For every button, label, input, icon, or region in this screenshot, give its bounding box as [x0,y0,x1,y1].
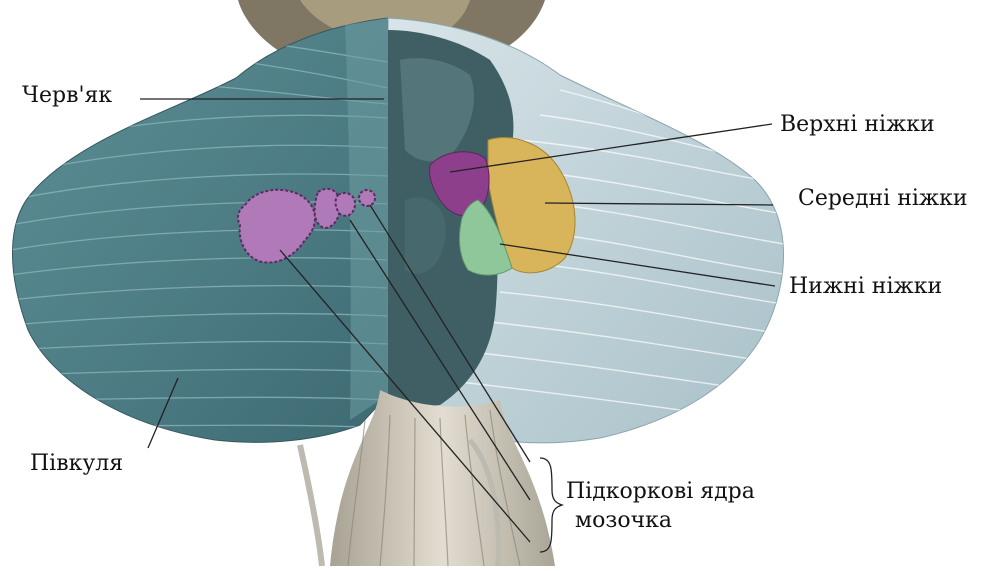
label-inferior-peduncles: Нижні ніжки [789,276,942,298]
label-superior-peduncles: Верхні ніжки [780,114,935,136]
label-nuclei-line2: мозочка [575,510,672,532]
label-hemisphere: Півкуля [30,453,123,475]
vermis [345,18,388,420]
label-middle-peduncles: Середні ніжки [798,188,968,210]
label-vermis: Черв'як [22,85,112,107]
fastigial-nucleus [359,190,375,206]
label-nuclei-line1: Підкоркові ядра [566,481,755,503]
